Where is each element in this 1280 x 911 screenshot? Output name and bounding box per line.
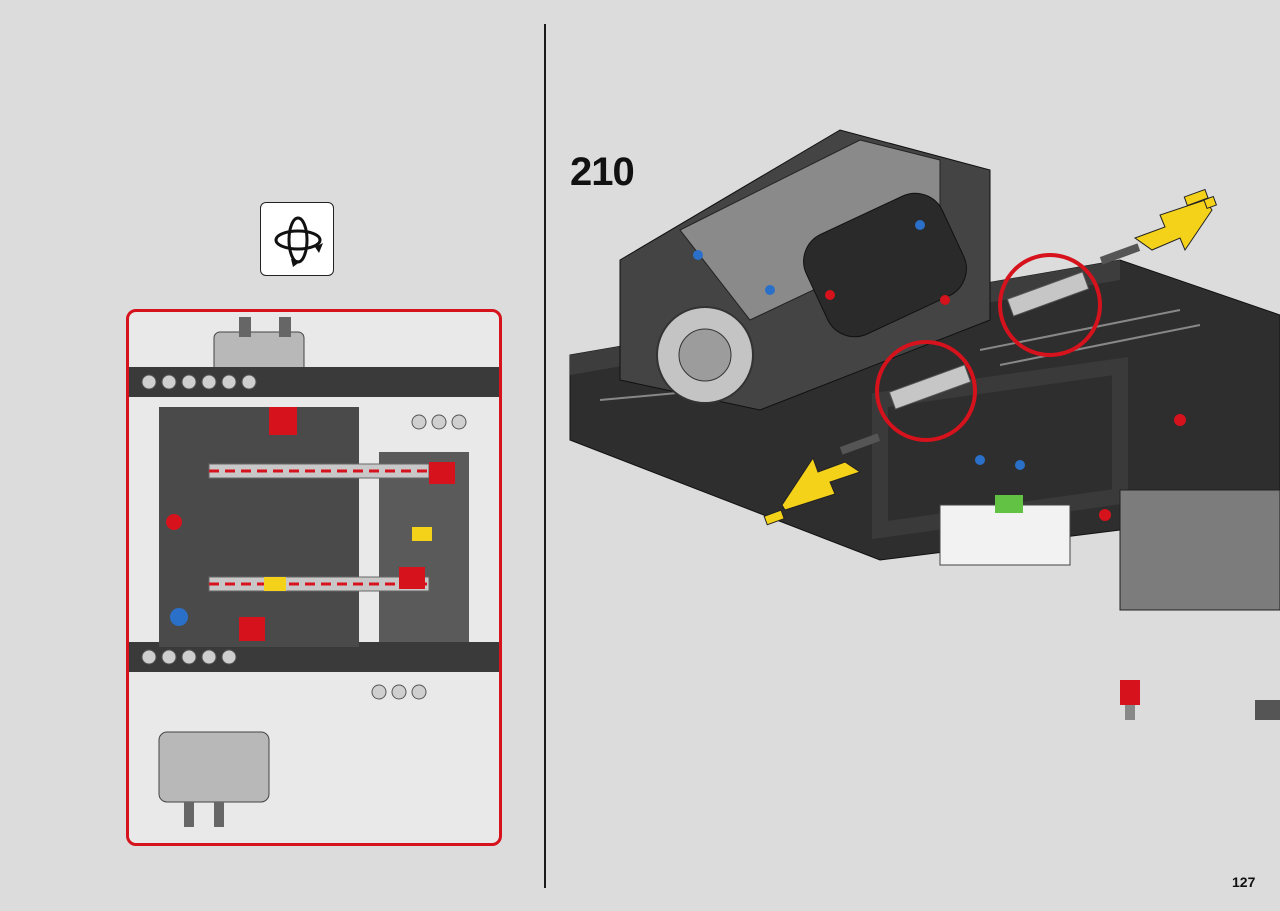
highlight-circle [998,253,1102,357]
step-number: 210 [570,150,635,194]
page-divider [544,24,546,888]
main-build-illustration [560,110,1280,725]
rotate-model-icon [260,202,334,276]
page-number: 127 [1232,874,1256,890]
detail-callout [126,309,502,846]
highlight-circle [875,340,977,442]
